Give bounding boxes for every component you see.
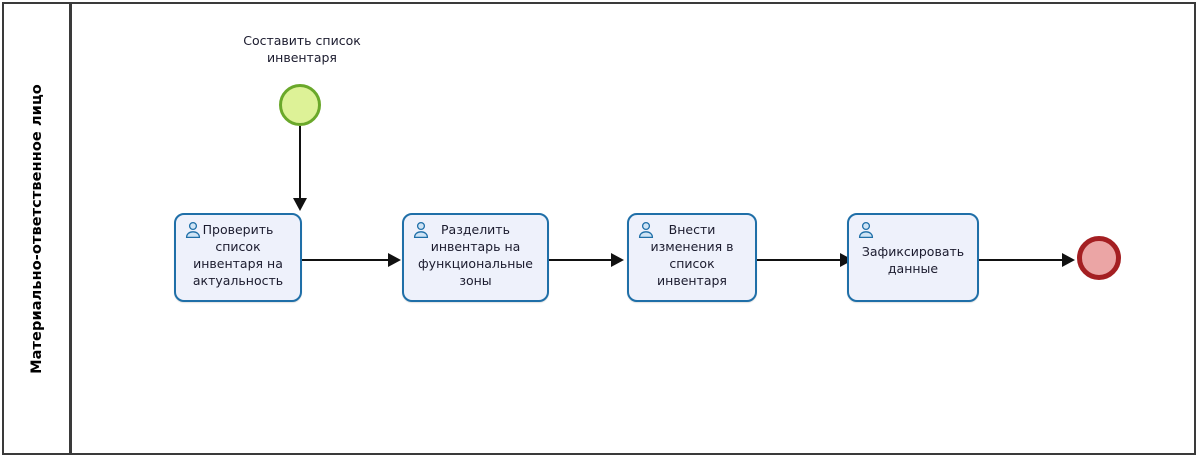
lane-title: Материально-ответственное лицо <box>28 83 45 374</box>
task-4-label: Зафиксировать данные <box>861 244 965 276</box>
task-3-label: Внести изменения в список инвентаря <box>650 222 734 288</box>
user-task-icon <box>184 221 202 239</box>
flow-task4-to-end-line <box>979 259 1064 261</box>
task-4[interactable]: Зафиксировать данные <box>847 213 979 302</box>
user-task-icon <box>857 221 875 239</box>
task-1[interactable]: Проверить список инвентаря на актуальнос… <box>174 213 302 302</box>
task-3[interactable]: Внести изменения в список инвентаря <box>627 213 757 302</box>
flow-start-to-task1-arrowhead <box>293 198 307 211</box>
user-task-icon <box>412 221 430 239</box>
task-1-label: Проверить список инвентаря на актуальнос… <box>192 222 284 288</box>
task-2[interactable]: Разделить инвентарь на функциональные зо… <box>402 213 549 302</box>
lane-header: Материально-ответственное лицо <box>4 4 72 453</box>
flow-start-to-task1-line <box>299 126 301 200</box>
flow-task4-to-end-arrowhead <box>1062 253 1075 267</box>
flow-task2-to-task3-arrowhead <box>611 253 624 267</box>
flow-task3-to-task4-line <box>757 259 842 261</box>
flow-task1-to-task2-line <box>302 259 390 261</box>
user-task-icon <box>637 221 655 239</box>
start-event-label: Составить список инвентаря <box>243 33 361 65</box>
end-event[interactable] <box>1077 236 1121 280</box>
flow-task2-to-task3-line <box>549 259 613 261</box>
start-event[interactable] <box>279 84 321 126</box>
lane-body: Составить список инвентаря Проверить спи… <box>72 4 1194 453</box>
task-2-label: Разделить инвентарь на функциональные зо… <box>417 222 533 288</box>
flow-task1-to-task2-arrowhead <box>388 253 401 267</box>
